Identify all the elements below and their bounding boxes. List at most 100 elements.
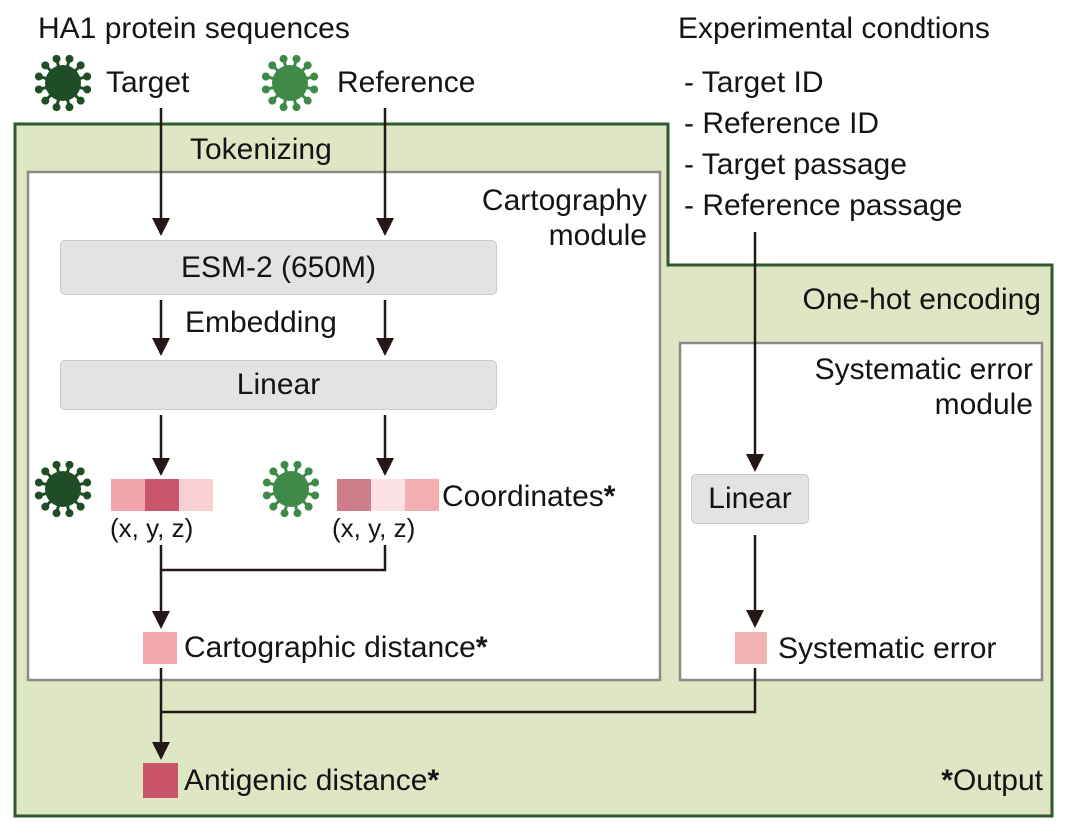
cartography-module-title-line2: module	[548, 219, 647, 252]
target-coord-z	[179, 479, 213, 511]
condition-item: - Target passage	[684, 148, 907, 181]
virus-spike-tip	[310, 72, 319, 81]
virus-spike-tip	[304, 502, 313, 511]
arrowhead	[152, 611, 170, 629]
virus-body	[45, 65, 81, 101]
output-star: *	[603, 480, 616, 513]
systematic-error-label: Systematic error	[778, 632, 997, 665]
one-hot-encoding-label: One-hot encoding	[802, 283, 1041, 316]
virus-spike-tip	[76, 96, 85, 105]
virus-spike-tip	[83, 478, 92, 487]
virus-spike-tip	[268, 61, 277, 70]
systematic-module-title-line2: module	[934, 388, 1033, 421]
reference-coord-y	[371, 479, 405, 511]
arrowhead	[152, 742, 170, 760]
virus-spike-tip	[34, 72, 43, 81]
virus-light-green-icon	[260, 53, 320, 113]
output-star: *	[475, 631, 488, 664]
virus-spike-tip	[83, 491, 92, 500]
reference-xyz-label: (x, y, z)	[332, 513, 416, 543]
virus-spike-tip	[41, 502, 50, 511]
virus-spike-tip	[76, 61, 85, 70]
target-label: Target	[106, 66, 190, 99]
virus-spike-tip	[293, 509, 302, 518]
connector-line	[161, 668, 757, 714]
output-star: *	[941, 764, 953, 797]
virus-spike-tip	[65, 54, 74, 63]
inputs-title: HA1 protein sequences	[38, 12, 350, 45]
virus-spike-tip	[52, 509, 61, 518]
arrowhead	[376, 218, 394, 236]
reference-label: Reference	[337, 66, 476, 99]
linear-block: Linear	[60, 360, 497, 410]
reference-coord-x	[337, 479, 371, 511]
connector-line	[159, 545, 387, 572]
virus-spike-tip	[83, 72, 92, 81]
virus-spike-tip	[76, 467, 85, 476]
arrowhead	[376, 458, 394, 476]
reference-coord-z	[405, 479, 439, 511]
tokenizing-label: Tokenizing	[190, 133, 332, 166]
arrowhead	[376, 338, 394, 356]
condition-item: - Reference ID	[684, 107, 880, 140]
virus-spike-tip	[311, 478, 320, 487]
virus-spike-tip	[303, 96, 312, 105]
systematic-linear-label: Linear	[708, 482, 792, 515]
virus-body	[273, 471, 309, 507]
virus-spike-tip	[269, 502, 278, 511]
virus-spike-tip	[83, 85, 92, 94]
cartographic-distance-label: Cartographic distance*	[184, 631, 488, 664]
coordinates-label: Coordinates*	[442, 480, 616, 513]
conditions-title: Experimental condtions	[678, 12, 990, 45]
virus-dark-green-icon	[33, 459, 93, 519]
virus-spike-tip	[41, 61, 50, 70]
antigenic-distance-cell	[143, 763, 178, 798]
virus-spike-tip	[65, 103, 74, 112]
systematic-error-cell	[735, 632, 767, 664]
systematic-module-title: Systematic error	[814, 353, 1033, 386]
output-star: *	[427, 764, 440, 797]
virus-spike-tip	[303, 61, 312, 70]
output-legend: *Output	[941, 764, 1043, 797]
virus-spike-tip	[280, 460, 289, 469]
virus-spike-tip	[262, 491, 271, 500]
virus-spike-tip	[310, 85, 319, 94]
virus-light-green-icon	[261, 459, 321, 519]
embedding-label: Embedding	[185, 306, 337, 339]
virus-body	[45, 471, 81, 507]
condition-item: - Reference passage	[684, 189, 963, 222]
virus-spike-tip	[34, 491, 43, 500]
cartography-module-title: Cartography	[481, 184, 647, 217]
virus-spike-tip	[269, 467, 278, 476]
virus-spike-tip	[34, 478, 43, 487]
virus-spike-tip	[280, 509, 289, 518]
esm2-label: ESM-2 (650M)	[180, 250, 377, 284]
virus-spike-tip	[65, 509, 74, 518]
virus-spike-tip	[292, 103, 301, 112]
virus-spike-tip	[279, 54, 288, 63]
arrowhead	[152, 218, 170, 236]
systematic-error-module-box	[678, 341, 1044, 682]
virus-spike-tip	[268, 96, 277, 105]
virus-spike-tip	[304, 467, 313, 476]
target-coord-x	[111, 479, 145, 511]
virus-spike-tip	[262, 478, 271, 487]
cartographic-distance-cell	[143, 632, 177, 664]
target-coord-y	[145, 479, 179, 511]
virus-spike-tip	[52, 54, 61, 63]
arrowhead	[746, 610, 764, 628]
virus-spike-tip	[52, 460, 61, 469]
virus-dark-green-icon	[33, 53, 93, 113]
arrowhead	[152, 338, 170, 356]
virus-spike-tip	[76, 502, 85, 511]
systematic-linear-block: Linear	[691, 474, 809, 524]
virus-spike-tip	[261, 85, 270, 94]
virus-spike-tip	[311, 491, 320, 500]
arrowhead	[746, 454, 764, 472]
arrowhead	[152, 458, 170, 476]
virus-spike-tip	[65, 460, 74, 469]
virus-spike-tip	[34, 85, 43, 94]
target-xyz-label: (x, y, z)	[110, 513, 194, 543]
condition-item: - Target ID	[684, 66, 824, 99]
